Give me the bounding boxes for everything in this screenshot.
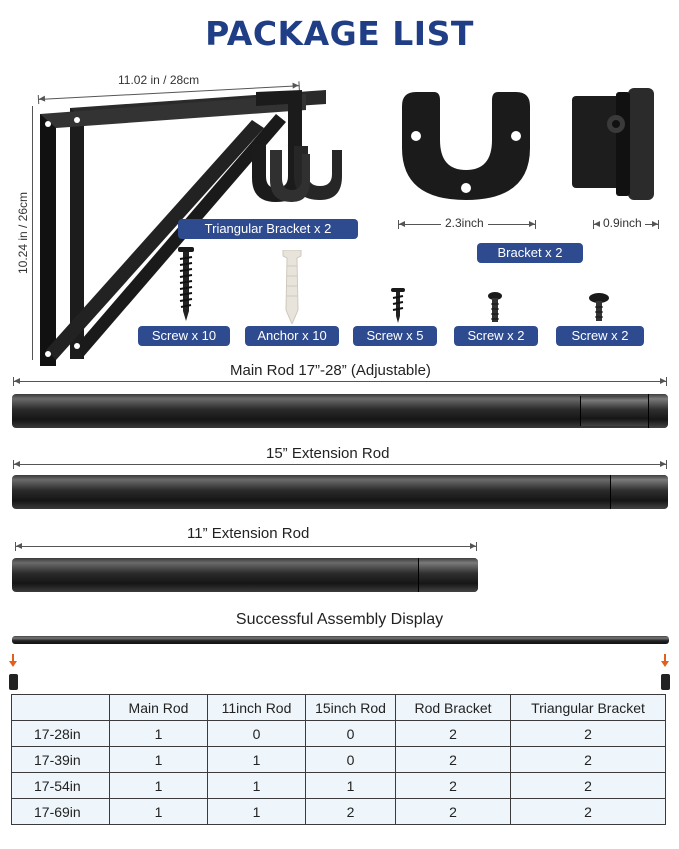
short-screw-icon xyxy=(391,288,405,323)
table-cell: 0 xyxy=(207,720,306,747)
main-rod-image xyxy=(12,394,668,428)
triangular-bracket-pill: Triangular Bracket x 2 xyxy=(178,219,358,239)
rod-bracket-side-image xyxy=(572,88,654,200)
table-header-row: Main Rod 11inch Rod 15inch Rod Rod Brack… xyxy=(11,694,666,721)
configuration-table: Main Rod 11inch Rod 15inch Rod Rod Brack… xyxy=(11,694,666,825)
right-arrow-down-icon xyxy=(661,654,669,668)
long-screw-icon xyxy=(178,247,194,321)
rod-bracket-front-image xyxy=(402,92,530,200)
flat-head-screw-icon xyxy=(589,293,609,321)
rod-bracket-depth-label: 0.9inch xyxy=(600,216,645,230)
table-cell: 17-69in xyxy=(11,798,110,825)
left-mount-icon xyxy=(9,674,18,690)
rod-bracket-pill: Bracket x 2 xyxy=(477,243,583,263)
table-cell: 1 xyxy=(207,772,306,799)
right-mount-icon xyxy=(661,674,670,690)
table-header-cell: Rod Bracket xyxy=(395,694,511,721)
table-header-cell: Triangular Bracket xyxy=(510,694,666,721)
table-cell: 17-39in xyxy=(11,746,110,773)
table-cell: 2 xyxy=(510,772,666,799)
table-cell: 1 xyxy=(109,798,208,825)
table-cell: 17-54in xyxy=(11,772,110,799)
table-cell: 2 xyxy=(510,720,666,747)
bracket-width-label: 11.02 in / 28cm xyxy=(118,73,200,87)
rod-bracket-width-label: 2.3inch xyxy=(441,216,488,230)
bracket-height-label: 10.24 in / 26cm xyxy=(16,191,30,275)
assembly-display-title: Successful Assembly Display xyxy=(235,611,444,628)
left-arrow-down-icon xyxy=(9,654,17,668)
ext11-rod-image xyxy=(12,558,478,592)
hardware-pill-4: Screw x 2 xyxy=(454,326,538,346)
hardware-pill-3: Screw x 5 xyxy=(353,326,437,346)
table-cell: 0 xyxy=(305,720,396,747)
table-header-cell: 15inch Rod xyxy=(305,694,396,721)
main-rod-label: Main Rod 17”-28” (Adjustable) xyxy=(224,362,437,379)
page-title: PACKAGE LIST xyxy=(205,14,474,53)
table-row: 17-69in 1 1 2 2 2 xyxy=(11,798,666,825)
table-header-cell: Main Rod xyxy=(109,694,208,721)
main-rod-dimension xyxy=(13,377,667,386)
table-cell: 2 xyxy=(305,798,396,825)
hardware-pill-2: Anchor x 10 xyxy=(245,326,339,346)
table-row: 17-39in 1 1 0 2 2 xyxy=(11,746,666,773)
table-row: 17-28in 1 0 0 2 2 xyxy=(11,720,666,747)
table-cell: 2 xyxy=(510,746,666,773)
table-header-cell: 11inch Rod xyxy=(207,694,306,721)
table-cell: 2 xyxy=(510,798,666,825)
table-header-cell xyxy=(11,694,110,721)
table-cell: 2 xyxy=(395,720,511,747)
table-cell: 1 xyxy=(109,720,208,747)
wall-anchor-icon xyxy=(282,250,302,324)
table-row: 17-54in 1 1 1 2 2 xyxy=(11,772,666,799)
hardware-pill-5: Screw x 2 xyxy=(556,326,644,346)
table-cell: 2 xyxy=(395,772,511,799)
table-cell: 17-28in xyxy=(11,720,110,747)
table-cell: 2 xyxy=(395,798,511,825)
ext15-rod-label: 15” Extension Rod xyxy=(260,445,396,462)
ext11-rod-dimension xyxy=(15,542,477,551)
table-cell: 2 xyxy=(395,746,511,773)
assembled-rod-image xyxy=(12,636,669,644)
ext15-rod-image xyxy=(12,475,668,509)
ext11-rod-label: 11” Extension Rod xyxy=(181,525,316,542)
machine-screw-icon xyxy=(488,292,502,322)
table-cell: 1 xyxy=(207,746,306,773)
table-cell: 1 xyxy=(207,798,306,825)
hardware-pill-1: Screw x 10 xyxy=(138,326,230,346)
table-cell: 0 xyxy=(305,746,396,773)
table-cell: 1 xyxy=(305,772,396,799)
table-cell: 1 xyxy=(109,772,208,799)
table-cell: 1 xyxy=(109,746,208,773)
ext15-rod-dimension xyxy=(13,460,667,469)
